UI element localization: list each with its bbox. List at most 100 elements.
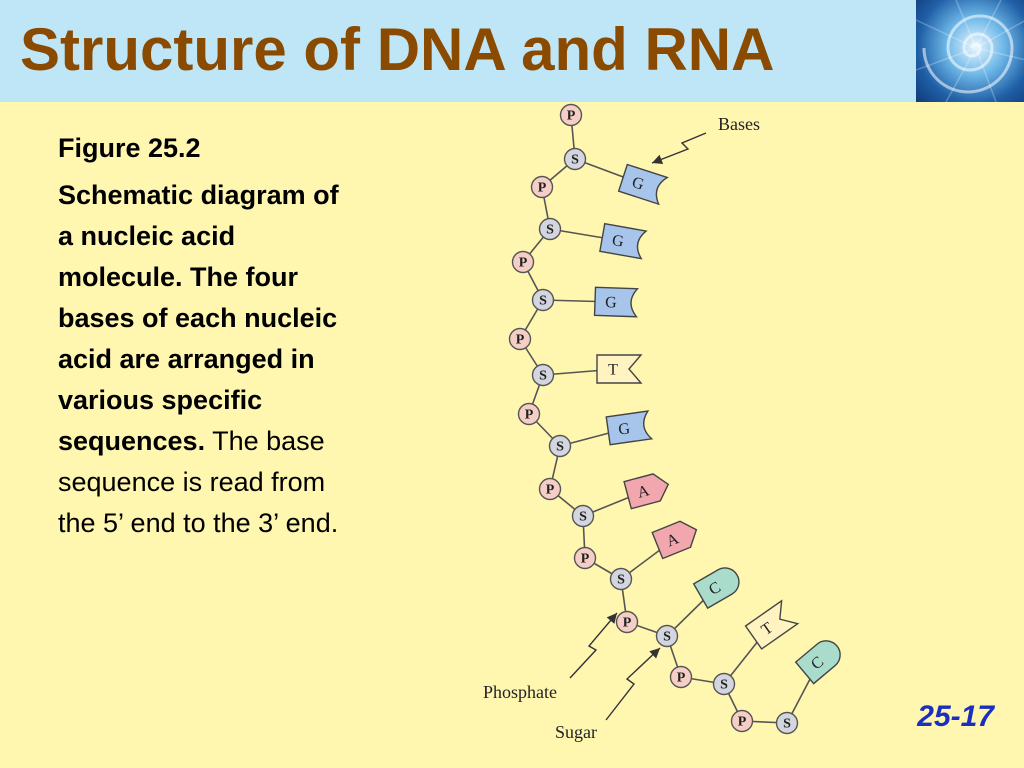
base-letter: G bbox=[605, 294, 618, 311]
phosphate-symbol: P bbox=[516, 333, 525, 348]
base-G: G bbox=[593, 286, 640, 318]
nautilus-shell-logo bbox=[916, 0, 1024, 102]
nautilus-shell-icon bbox=[916, 0, 1024, 102]
sugar-circle bbox=[571, 504, 595, 528]
sugar-symbol: S bbox=[579, 510, 587, 525]
sugar-arrow-head bbox=[649, 648, 660, 659]
bases-label: Bases bbox=[718, 114, 760, 134]
phosphate-node: P bbox=[730, 709, 754, 733]
sugar-circle bbox=[712, 672, 736, 696]
figure-label: Figure 25.2 bbox=[58, 133, 201, 163]
sugar-node: S bbox=[609, 567, 633, 591]
phosphate-circle bbox=[508, 327, 532, 351]
phosphate-node: P bbox=[530, 175, 554, 199]
base-shape bbox=[605, 410, 654, 446]
title-bar: Structure of DNA and RNA bbox=[0, 0, 1024, 102]
phosphate-circle bbox=[530, 175, 554, 199]
sugar-circle bbox=[531, 363, 555, 387]
base-shape bbox=[599, 222, 648, 260]
phosphate-circle bbox=[559, 103, 583, 127]
sugar-circle bbox=[655, 624, 679, 648]
phosphate-symbol: P bbox=[567, 109, 576, 124]
figure-caption: Figure 25.2 Schematic diagram of a nucle… bbox=[58, 128, 358, 544]
sugar-node: S bbox=[655, 624, 679, 648]
base-C: C bbox=[692, 567, 740, 610]
phosphate-label: Phosphate bbox=[483, 682, 557, 702]
sugar-symbol: S bbox=[617, 573, 625, 588]
phosphate-circle bbox=[538, 477, 562, 501]
phosphate-node: P bbox=[538, 477, 562, 501]
bases-arrow-head bbox=[652, 154, 664, 165]
sugar-circle bbox=[531, 288, 555, 312]
base-T: T bbox=[596, 354, 643, 384]
base-letter: G bbox=[611, 232, 626, 251]
base-shape bbox=[692, 567, 740, 610]
phosphate-symbol: P bbox=[546, 483, 555, 498]
phosphate-symbol: P bbox=[677, 671, 686, 686]
sugar-node: S bbox=[538, 217, 562, 241]
sugar-node: S bbox=[563, 147, 587, 171]
base-G: G bbox=[617, 163, 669, 206]
phosphate-symbol: P bbox=[738, 715, 747, 730]
sugar-circle bbox=[548, 434, 572, 458]
base-shape bbox=[617, 163, 669, 206]
phosphate-node: P bbox=[511, 250, 535, 274]
base-C: C bbox=[794, 640, 841, 685]
figure-description: Schematic diagram of a nucleic acid mole… bbox=[58, 175, 358, 544]
sugar-symbol: S bbox=[783, 717, 791, 732]
sugar-node: S bbox=[712, 672, 736, 696]
sugar-label: Sugar bbox=[555, 722, 597, 742]
sugar-symbol: S bbox=[539, 369, 547, 384]
sugar-circle bbox=[609, 567, 633, 591]
phosphate-circle bbox=[573, 546, 597, 570]
base-T: T bbox=[744, 599, 800, 650]
phosphate-node: P bbox=[517, 402, 541, 426]
phosphate-circle bbox=[730, 709, 754, 733]
base-shape bbox=[593, 286, 640, 318]
sugar-circle bbox=[775, 711, 799, 735]
sugar-symbol: S bbox=[546, 223, 554, 238]
sugar-symbol: S bbox=[720, 678, 728, 693]
sugar-node: S bbox=[571, 504, 595, 528]
base-letter: A bbox=[636, 482, 652, 502]
base-shape bbox=[623, 473, 670, 510]
sugar-node: S bbox=[548, 434, 572, 458]
phosphate-node: P bbox=[559, 103, 583, 127]
base-A: A bbox=[651, 520, 698, 560]
bases-arrow bbox=[651, 132, 707, 164]
sugar-symbol: S bbox=[571, 153, 579, 168]
phosphate-symbol: P bbox=[525, 408, 534, 423]
phosphate-node: P bbox=[669, 665, 693, 689]
page-number: 25-17 bbox=[917, 700, 994, 733]
phosphate-circle bbox=[517, 402, 541, 426]
base-G: G bbox=[599, 222, 648, 260]
sugar-circle bbox=[538, 217, 562, 241]
base-A: A bbox=[623, 473, 670, 510]
phosphate-circle bbox=[511, 250, 535, 274]
phosphate-arrow bbox=[569, 612, 618, 679]
base-shape bbox=[744, 599, 800, 650]
base-letter: G bbox=[630, 174, 647, 194]
phosphate-circle bbox=[615, 610, 639, 634]
phosphate-node: P bbox=[573, 546, 597, 570]
phosphate-node: P bbox=[508, 327, 532, 351]
base-G: G bbox=[605, 410, 654, 446]
phosphate-symbol: P bbox=[519, 256, 528, 271]
phosphate-arrow-head bbox=[606, 613, 617, 624]
description-bold-text: Schematic diagram of a nucleic acid mole… bbox=[58, 180, 339, 456]
phosphate-symbol: P bbox=[623, 616, 632, 631]
phosphate-symbol: P bbox=[581, 552, 590, 567]
base-letter: G bbox=[617, 420, 631, 439]
phosphate-symbol: P bbox=[538, 181, 547, 196]
base-shape bbox=[794, 640, 841, 685]
phosphate-node: P bbox=[615, 610, 639, 634]
base-letter: T bbox=[608, 362, 618, 379]
page-title: Structure of DNA and RNA bbox=[20, 16, 775, 83]
sugar-symbol: S bbox=[539, 294, 547, 309]
sugar-node: S bbox=[531, 288, 555, 312]
sugar-circle bbox=[563, 147, 587, 171]
sugar-arrow bbox=[605, 647, 661, 721]
description-plain-text: The base sequence is read from the 5’ en… bbox=[58, 426, 339, 538]
base-shape bbox=[651, 520, 698, 560]
